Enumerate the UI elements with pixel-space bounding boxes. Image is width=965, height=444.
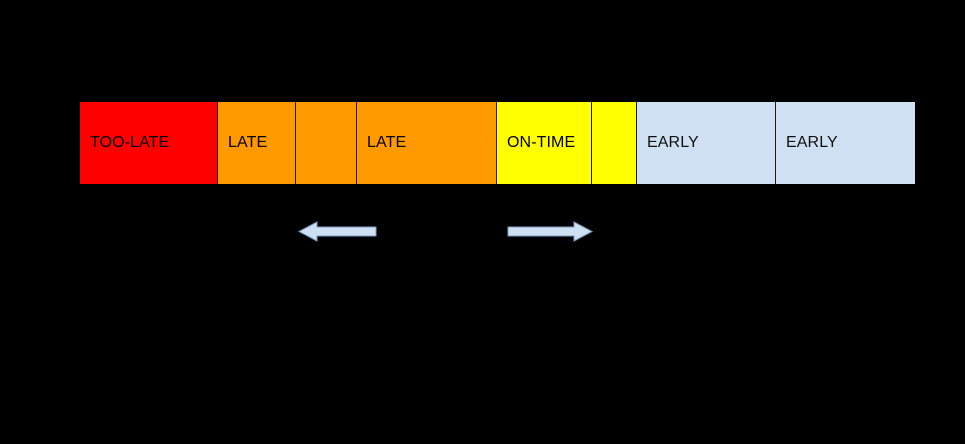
segment-late-1[interactable]: LATE — [218, 102, 296, 184]
segment-too-late[interactable]: TOO-LATE — [80, 102, 218, 184]
timeline-bar: TOO-LATE LATE LATE ON-TIME EARLY EARLY — [80, 102, 915, 184]
segment-late-blank[interactable] — [296, 102, 357, 184]
arrow-right-icon — [507, 221, 594, 242]
segment-late-2-label: LATE — [367, 134, 407, 151]
segment-early-2[interactable]: EARLY — [776, 102, 915, 184]
segment-on-time-blank[interactable] — [592, 102, 637, 184]
segment-on-time[interactable]: ON-TIME — [497, 102, 592, 184]
segment-on-time-label: ON-TIME — [507, 134, 576, 151]
arrow-left-icon — [297, 221, 377, 242]
arrow-left — [297, 221, 377, 242]
segment-early-2-label: EARLY — [786, 134, 838, 151]
arrow-right — [507, 221, 594, 242]
segment-early-1-label: EARLY — [647, 134, 699, 151]
segment-early-1[interactable]: EARLY — [637, 102, 776, 184]
segment-late-2[interactable]: LATE — [357, 102, 497, 184]
segment-late-1-label: LATE — [228, 134, 268, 151]
segment-too-late-label: TOO-LATE — [90, 134, 170, 151]
